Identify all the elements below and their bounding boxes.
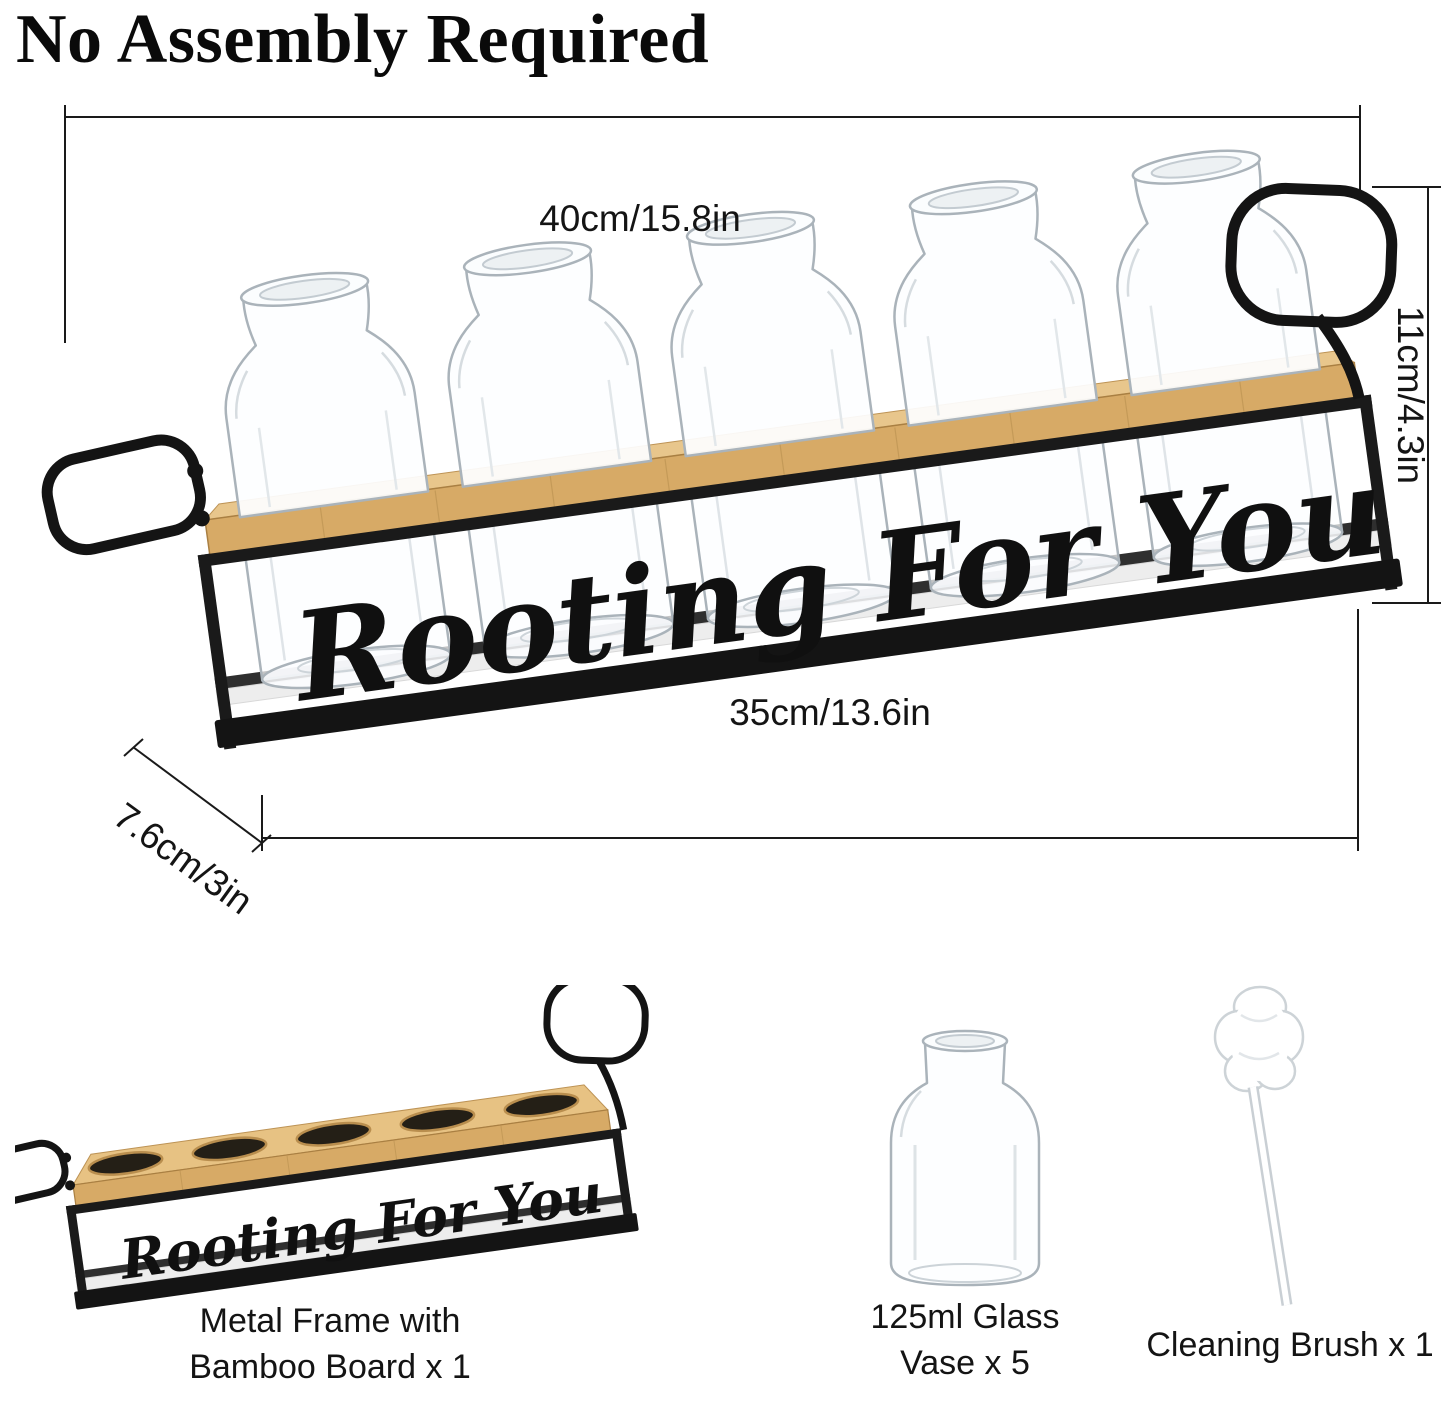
metal-top-band xyxy=(197,394,1373,568)
metal-post-left xyxy=(197,553,237,750)
single-vase xyxy=(889,1029,1041,1287)
glass-vase-5 xyxy=(1099,139,1322,397)
thumb-back-rail xyxy=(75,1193,631,1280)
thumb-left-handle xyxy=(15,1139,76,1207)
dimension-width-top: 40cm/15.8in xyxy=(539,198,741,239)
main-product-image: Rooting For You xyxy=(41,105,1441,853)
label-metal-frame: Metal Frame with Bamboo Board x 1 xyxy=(130,1298,530,1390)
dimension-width-bottom: 35cm/13.6in xyxy=(729,692,931,733)
thumb-post-left xyxy=(65,1204,89,1302)
label-cleaning-brush-line1: Cleaning Brush x 1 xyxy=(1146,1326,1434,1364)
label-glass-vase-line1: 125ml Glass xyxy=(870,1298,1060,1336)
vase-holes xyxy=(87,1092,580,1176)
thumb-right-handle xyxy=(543,985,649,1131)
component-frame-image: Rooting For You xyxy=(15,985,649,1310)
metal-post-right xyxy=(1358,394,1398,591)
page-title: No Assembly Required xyxy=(16,1,710,78)
dimension-lines xyxy=(64,105,1441,853)
glass-vase-1 xyxy=(207,261,430,519)
brush-handle xyxy=(1247,1086,1293,1306)
component-brush-image xyxy=(1213,985,1305,1306)
dimension-height: 11cm/4.3in xyxy=(1390,305,1431,485)
right-handle xyxy=(1225,182,1398,400)
product: Rooting For You xyxy=(41,139,1403,750)
label-metal-frame-line1: Metal Frame with xyxy=(199,1302,461,1340)
cleaning-brush xyxy=(1213,985,1305,1306)
brush-sponge xyxy=(1213,985,1305,1093)
component-vase-image xyxy=(889,1029,1041,1287)
thumb-top-band xyxy=(65,1128,622,1216)
label-glass-vase: 125ml Glass Vase x 5 xyxy=(815,1294,1115,1386)
dim-line-depth xyxy=(132,746,263,844)
thumb-bottom-rail xyxy=(74,1213,639,1310)
label-glass-vase-line2: Vase x 5 xyxy=(900,1344,1030,1382)
glass-vase-4 xyxy=(876,169,1099,427)
label-cleaning-brush: Cleaning Brush x 1 xyxy=(1110,1322,1445,1368)
label-metal-frame-line2: Bamboo Board x 1 xyxy=(189,1348,471,1386)
glass-vase-2 xyxy=(430,230,653,488)
thumb-bamboo-board xyxy=(72,1084,612,1208)
thumb-post-right xyxy=(611,1128,634,1225)
left-handle xyxy=(41,434,210,556)
metal-bottom-rail xyxy=(214,558,1403,748)
